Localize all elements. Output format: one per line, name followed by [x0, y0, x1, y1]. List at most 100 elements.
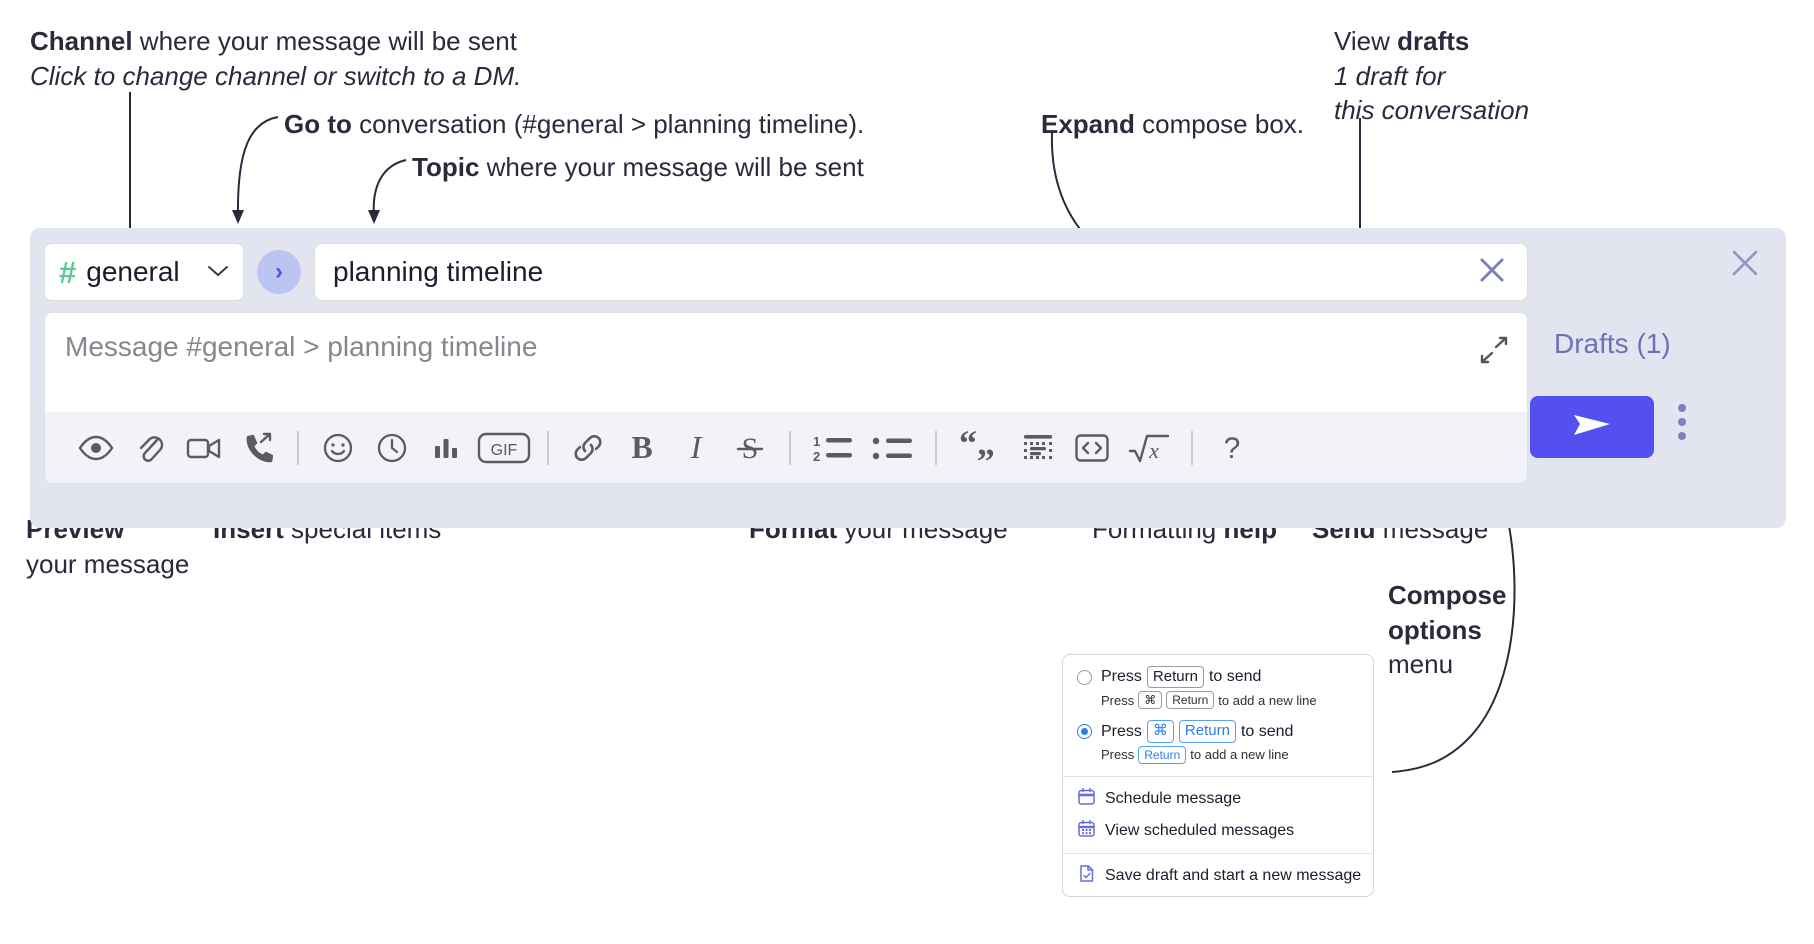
sub-pre: Press: [1101, 692, 1135, 708]
compose-options-kebab-icon[interactable]: [1678, 404, 1686, 440]
link-icon[interactable]: [561, 421, 615, 475]
sub-pre: Press: [1101, 747, 1135, 763]
blockquote-icon[interactable]: “„: [949, 421, 1011, 475]
expand-icon[interactable]: [1479, 335, 1509, 370]
preview-eye-icon[interactable]: [69, 421, 123, 475]
kebab-dot: [1678, 404, 1686, 412]
compose-options-menu: Press Return to send Press ⌘ Return to a…: [1062, 654, 1374, 897]
kebab-dot: [1678, 432, 1686, 440]
video-camera-icon[interactable]: [177, 421, 231, 475]
annotation-preview-line2: your message: [26, 548, 190, 579]
compose-main: # general › planning timeline Message #g…: [44, 242, 1528, 484]
send-paper-plane-icon: [1569, 409, 1615, 446]
menu-item-label: Save draft and start a new message: [1105, 866, 1362, 884]
calendar-grid-icon: [1077, 819, 1096, 843]
annotation-compose-options: Compose options menu: [1388, 578, 1506, 682]
toolbar-divider: [789, 430, 791, 465]
radio-selected-icon[interactable]: [1077, 724, 1092, 740]
annotation-expand: Expand compose box.: [1041, 107, 1304, 142]
toolbar-divider: [547, 430, 549, 465]
menu-divider: [1063, 852, 1373, 854]
compose-right-pane: Drafts (1): [1530, 228, 1786, 528]
sub-post: to add a new line: [1218, 692, 1317, 708]
menu-divider: [1063, 775, 1373, 777]
toolbar-divider: [935, 430, 937, 465]
poll-bar-chart-icon[interactable]: [419, 421, 473, 475]
save-draft-icon: [1077, 864, 1096, 888]
menu-option-label: Press Return to send: [1101, 666, 1262, 689]
annotation-compose-options-rest: menu: [1388, 649, 1454, 680]
channel-selector-button[interactable]: # general: [44, 243, 244, 301]
menu-option-cmd-return-to-send[interactable]: Press ⌘ Return to send: [1063, 715, 1373, 744]
opt-post: to send: [1240, 722, 1294, 740]
message-input[interactable]: Message #general > planning timeline: [44, 312, 1528, 412]
inline-code-icon[interactable]: [1065, 421, 1119, 475]
toolbar-divider: [1191, 430, 1193, 465]
topic-value: planning timeline: [333, 256, 544, 287]
key-command: ⌘: [1138, 691, 1163, 710]
menu-option-return-to-send[interactable]: Press Return to send: [1063, 661, 1373, 690]
svg-text:2: 2: [813, 449, 820, 464]
annotation-goto-bold: Go to: [284, 109, 352, 139]
annotation-expand-rest: compose box.: [1134, 109, 1305, 139]
menu-item-schedule-message[interactable]: Schedule message: [1063, 783, 1373, 815]
sub-post: to add a new line: [1190, 747, 1289, 763]
drafts-link[interactable]: Drafts (1): [1554, 328, 1671, 359]
math-icon[interactable]: x: [1119, 421, 1179, 475]
svg-text:x: x: [1148, 438, 1159, 463]
code-block-icon[interactable]: [1011, 421, 1065, 475]
strikethrough-icon[interactable]: S: [723, 421, 777, 475]
annotation-drafts-bold: drafts: [1397, 26, 1470, 56]
key-return: Return: [1178, 720, 1236, 743]
close-icon[interactable]: [1728, 246, 1762, 285]
annotation-drafts: View drafts 1 draft for this conversatio…: [1334, 24, 1529, 128]
annotation-expand-bold: Expand: [1041, 109, 1135, 139]
channel-name: general: [86, 256, 180, 287]
key-return: Return: [1166, 691, 1215, 710]
kebab-dot: [1678, 418, 1686, 426]
audio-call-icon[interactable]: [231, 421, 285, 475]
send-button[interactable]: [1530, 396, 1654, 458]
clear-topic-icon[interactable]: [1475, 253, 1509, 292]
bulleted-list-icon[interactable]: [863, 421, 923, 475]
clock-icon[interactable]: [365, 421, 419, 475]
annotation-drafts-italic1: 1 draft for: [1334, 60, 1446, 91]
key-command: ⌘: [1146, 720, 1174, 743]
annotation-channel-italic: Click to change channel or switch to a D…: [30, 60, 522, 91]
menu-option-sub-newline: Press Return to add a new line: [1063, 745, 1373, 770]
attachment-paperclip-icon[interactable]: [123, 421, 177, 475]
calendar-schedule-icon: [1077, 787, 1096, 811]
annotation-topic-rest: where your message will be sent: [479, 152, 864, 182]
annotation-channel-bold: Channel: [30, 26, 133, 56]
opt-post: to send: [1208, 668, 1262, 686]
hash-icon: #: [59, 254, 77, 290]
menu-option-sub-newline: Press ⌘ Return to add a new line: [1063, 690, 1373, 715]
annotation-topic: Topic where your message will be sent: [412, 150, 864, 185]
annotation-topic-bold: Topic: [412, 152, 480, 182]
menu-item-save-draft[interactable]: Save draft and start a new message: [1063, 860, 1373, 892]
bold-icon[interactable]: B: [615, 421, 669, 475]
compose-widget: # general › planning timeline Message #g…: [30, 228, 1786, 528]
ordered-list-icon[interactable]: 1 2: [803, 421, 863, 475]
help-question-icon[interactable]: ?: [1205, 421, 1259, 475]
menu-item-label: Schedule message: [1105, 789, 1242, 807]
annotation-drafts-italic2: this conversation: [1334, 95, 1530, 126]
annotation-goto-rest: conversation (#general > planning timeli…: [351, 109, 865, 139]
gif-icon[interactable]: GIF: [473, 421, 535, 475]
menu-option-label: Press ⌘ Return to send: [1101, 720, 1294, 743]
annotation-channel-rest: where your message will be sent: [132, 26, 517, 56]
svg-text:1: 1: [813, 434, 820, 449]
italic-icon[interactable]: I: [669, 421, 723, 475]
annotation-drafts-pre: View: [1334, 26, 1398, 56]
annotation-compose-options-bold2: options: [1388, 614, 1482, 645]
menu-item-view-scheduled-messages[interactable]: View scheduled messages: [1063, 815, 1373, 847]
channel-topic-row: # general › planning timeline: [44, 242, 1528, 302]
opt-pre: Press: [1101, 722, 1142, 740]
annotation-goto: Go to conversation (#general > planning …: [284, 107, 864, 142]
annotation-compose-options-bold1: Compose: [1388, 580, 1507, 610]
topic-input[interactable]: planning timeline: [314, 243, 1528, 301]
go-to-conversation-button[interactable]: ›: [257, 250, 301, 294]
emoji-smiley-icon[interactable]: [311, 421, 365, 475]
radio-unselected-icon[interactable]: [1077, 669, 1092, 685]
message-placeholder: Message #general > planning timeline: [65, 331, 538, 362]
